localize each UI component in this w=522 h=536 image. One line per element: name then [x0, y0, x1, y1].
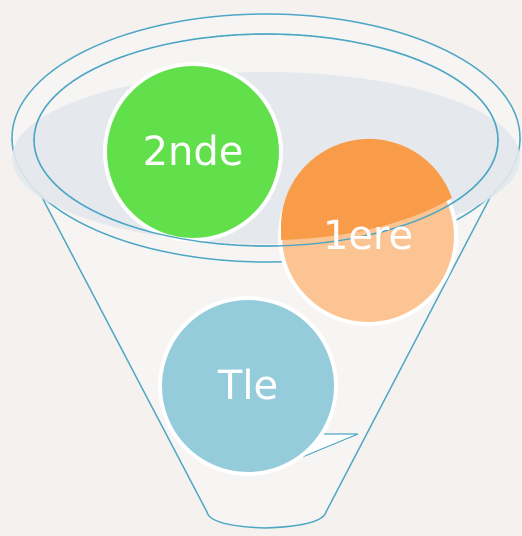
stage-tle-label: Tle [217, 363, 278, 409]
stage-1ere-rim-overlay [33, 33, 499, 247]
stage-2nde: 2nde [103, 62, 283, 242]
stage-1ere: 1ere [33, 33, 499, 326]
stage-tle: Tle [158, 296, 359, 476]
stage-tle-circle [158, 296, 338, 476]
stage-1ere-circle-dark [281, 138, 452, 240]
stage-1ere-label: 1ere [323, 213, 413, 259]
stage-2nde-label: 2nde [143, 129, 244, 175]
